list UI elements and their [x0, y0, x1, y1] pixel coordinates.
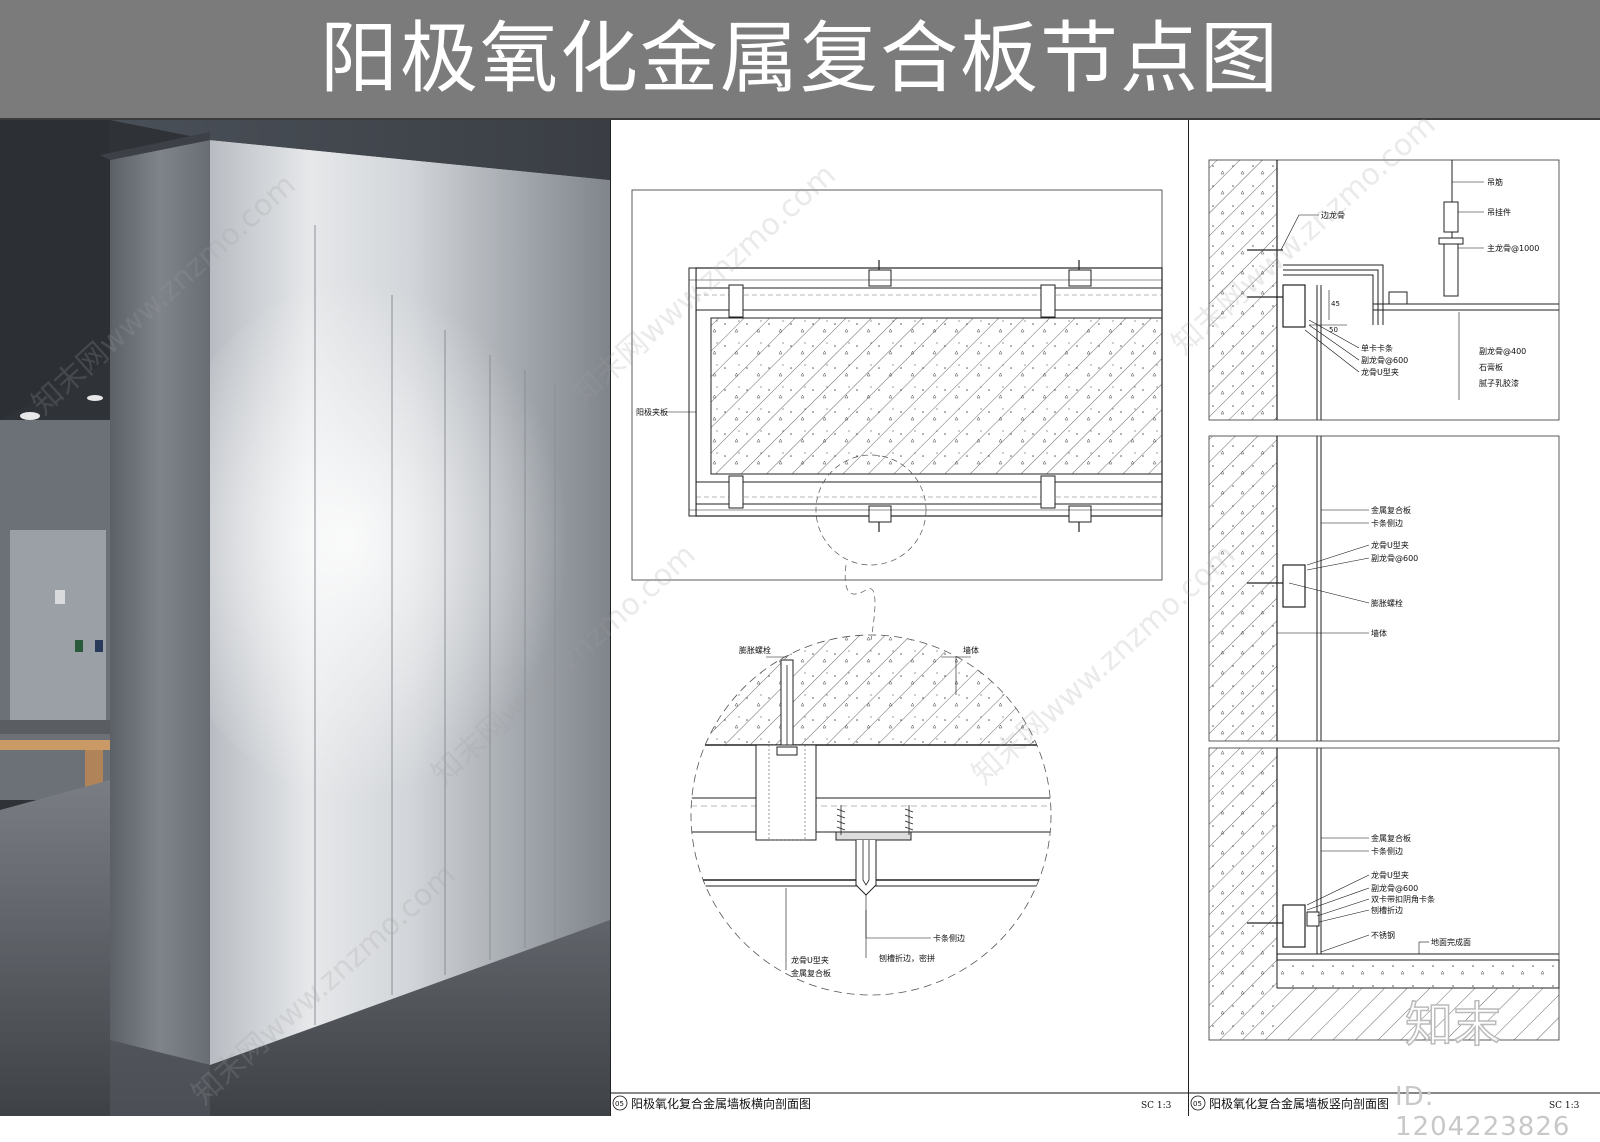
- interior-render: [0, 120, 610, 1116]
- label-single-clip: 单卡卡条: [1361, 343, 1393, 353]
- label-sub-keel-400: 副龙骨@400: [1479, 346, 1526, 356]
- label-expansion-bolt: 膨胀螺栓: [739, 645, 771, 655]
- badge-sheet1: 05: [615, 1100, 624, 1108]
- horizontal-section-drawing: 阳极夹板 膨: [611, 189, 1189, 1111]
- label-keel-clip-top: 龙骨U型夹: [1361, 367, 1399, 377]
- logo-watermark: 知末: [1404, 996, 1502, 1054]
- label-clip-edge: 卡条侧边: [933, 933, 965, 943]
- render-photo: [0, 120, 610, 1116]
- label-clip-edge-mid: 卡条侧边: [1371, 518, 1403, 528]
- dim-45: 45: [1331, 300, 1340, 308]
- image-id: ID: 1204223826: [1395, 1082, 1571, 1142]
- label-clip-edge-bot: 卡条侧边: [1371, 846, 1403, 856]
- label-sub-keel-bot: 副龙骨@600: [1371, 883, 1418, 893]
- label-putty: 腻子乳胶漆: [1479, 378, 1519, 388]
- label-sub-keel-top: 副龙骨@600: [1361, 355, 1408, 365]
- label-hanger: 吊挂件: [1487, 207, 1511, 217]
- label-gypsum: 石膏板: [1479, 362, 1503, 372]
- label-edge-keel: 边龙骨: [1321, 210, 1345, 220]
- label-keel-clip-bot: 龙骨U型夹: [1371, 870, 1409, 880]
- label-hanger-bar: 吊筋: [1487, 177, 1503, 187]
- label-anodized-plate: 阳极夹板: [636, 407, 668, 417]
- label-floor: 地面完成面: [1431, 937, 1471, 947]
- badge-sheet2: 05: [1193, 1100, 1202, 1108]
- label-keel-clip: 龙骨U型夹: [791, 955, 829, 965]
- label-keel-clip-mid: 龙骨U型夹: [1371, 540, 1409, 550]
- page-title: 阳极氧化金属复合板节点图: [319, 14, 1280, 104]
- label-wall: 墙体: [963, 645, 979, 655]
- vertical-section-sheet: 45 50 吊筋 吊挂件 主龙骨@1000 边龙骨 单卡卡条 副龙骨@600 龙…: [1188, 120, 1600, 1116]
- label-sub-keel-mid: 副龙骨@600: [1371, 553, 1418, 563]
- label-expansion-bolt-mid: 膨胀螺栓: [1371, 598, 1403, 608]
- label-double-clip: 双卡带扣阴角卡条: [1371, 894, 1435, 904]
- horizontal-section-sheet: 阳极夹板 膨: [610, 120, 1189, 1116]
- vertical-section-drawing: 45 50 吊筋 吊挂件 主龙骨@1000 边龙骨 单卡卡条 副龙骨@600 龙…: [1189, 159, 1600, 1111]
- label-composite-panel-mid: 金属复合板: [1371, 505, 1411, 515]
- caption-sheet2: 阳极氧化复合金属墙板竖向剖面图: [1209, 1096, 1389, 1111]
- dim-50: 50: [1329, 326, 1338, 334]
- label-stainless: 不锈钢: [1371, 930, 1395, 940]
- label-composite-panel: 金属复合板: [791, 968, 831, 978]
- scale-sheet2: SC 1:3: [1549, 1101, 1580, 1111]
- caption-sheet1: 阳极氧化复合金属墙板横向剖面图: [631, 1096, 811, 1111]
- scale-sheet1: SC 1:3: [1141, 1101, 1172, 1111]
- label-groove-fold-bot: 刨槽折边: [1371, 905, 1403, 915]
- title-banner: 阳极氧化金属复合板节点图: [0, 0, 1600, 120]
- label-main-keel: 主龙骨@1000: [1487, 243, 1539, 253]
- label-composite-panel-bot: 金属复合板: [1371, 833, 1411, 843]
- label-groove-fold: 刨槽折边，密拼: [879, 953, 935, 963]
- label-wall-mid: 墙体: [1371, 628, 1387, 638]
